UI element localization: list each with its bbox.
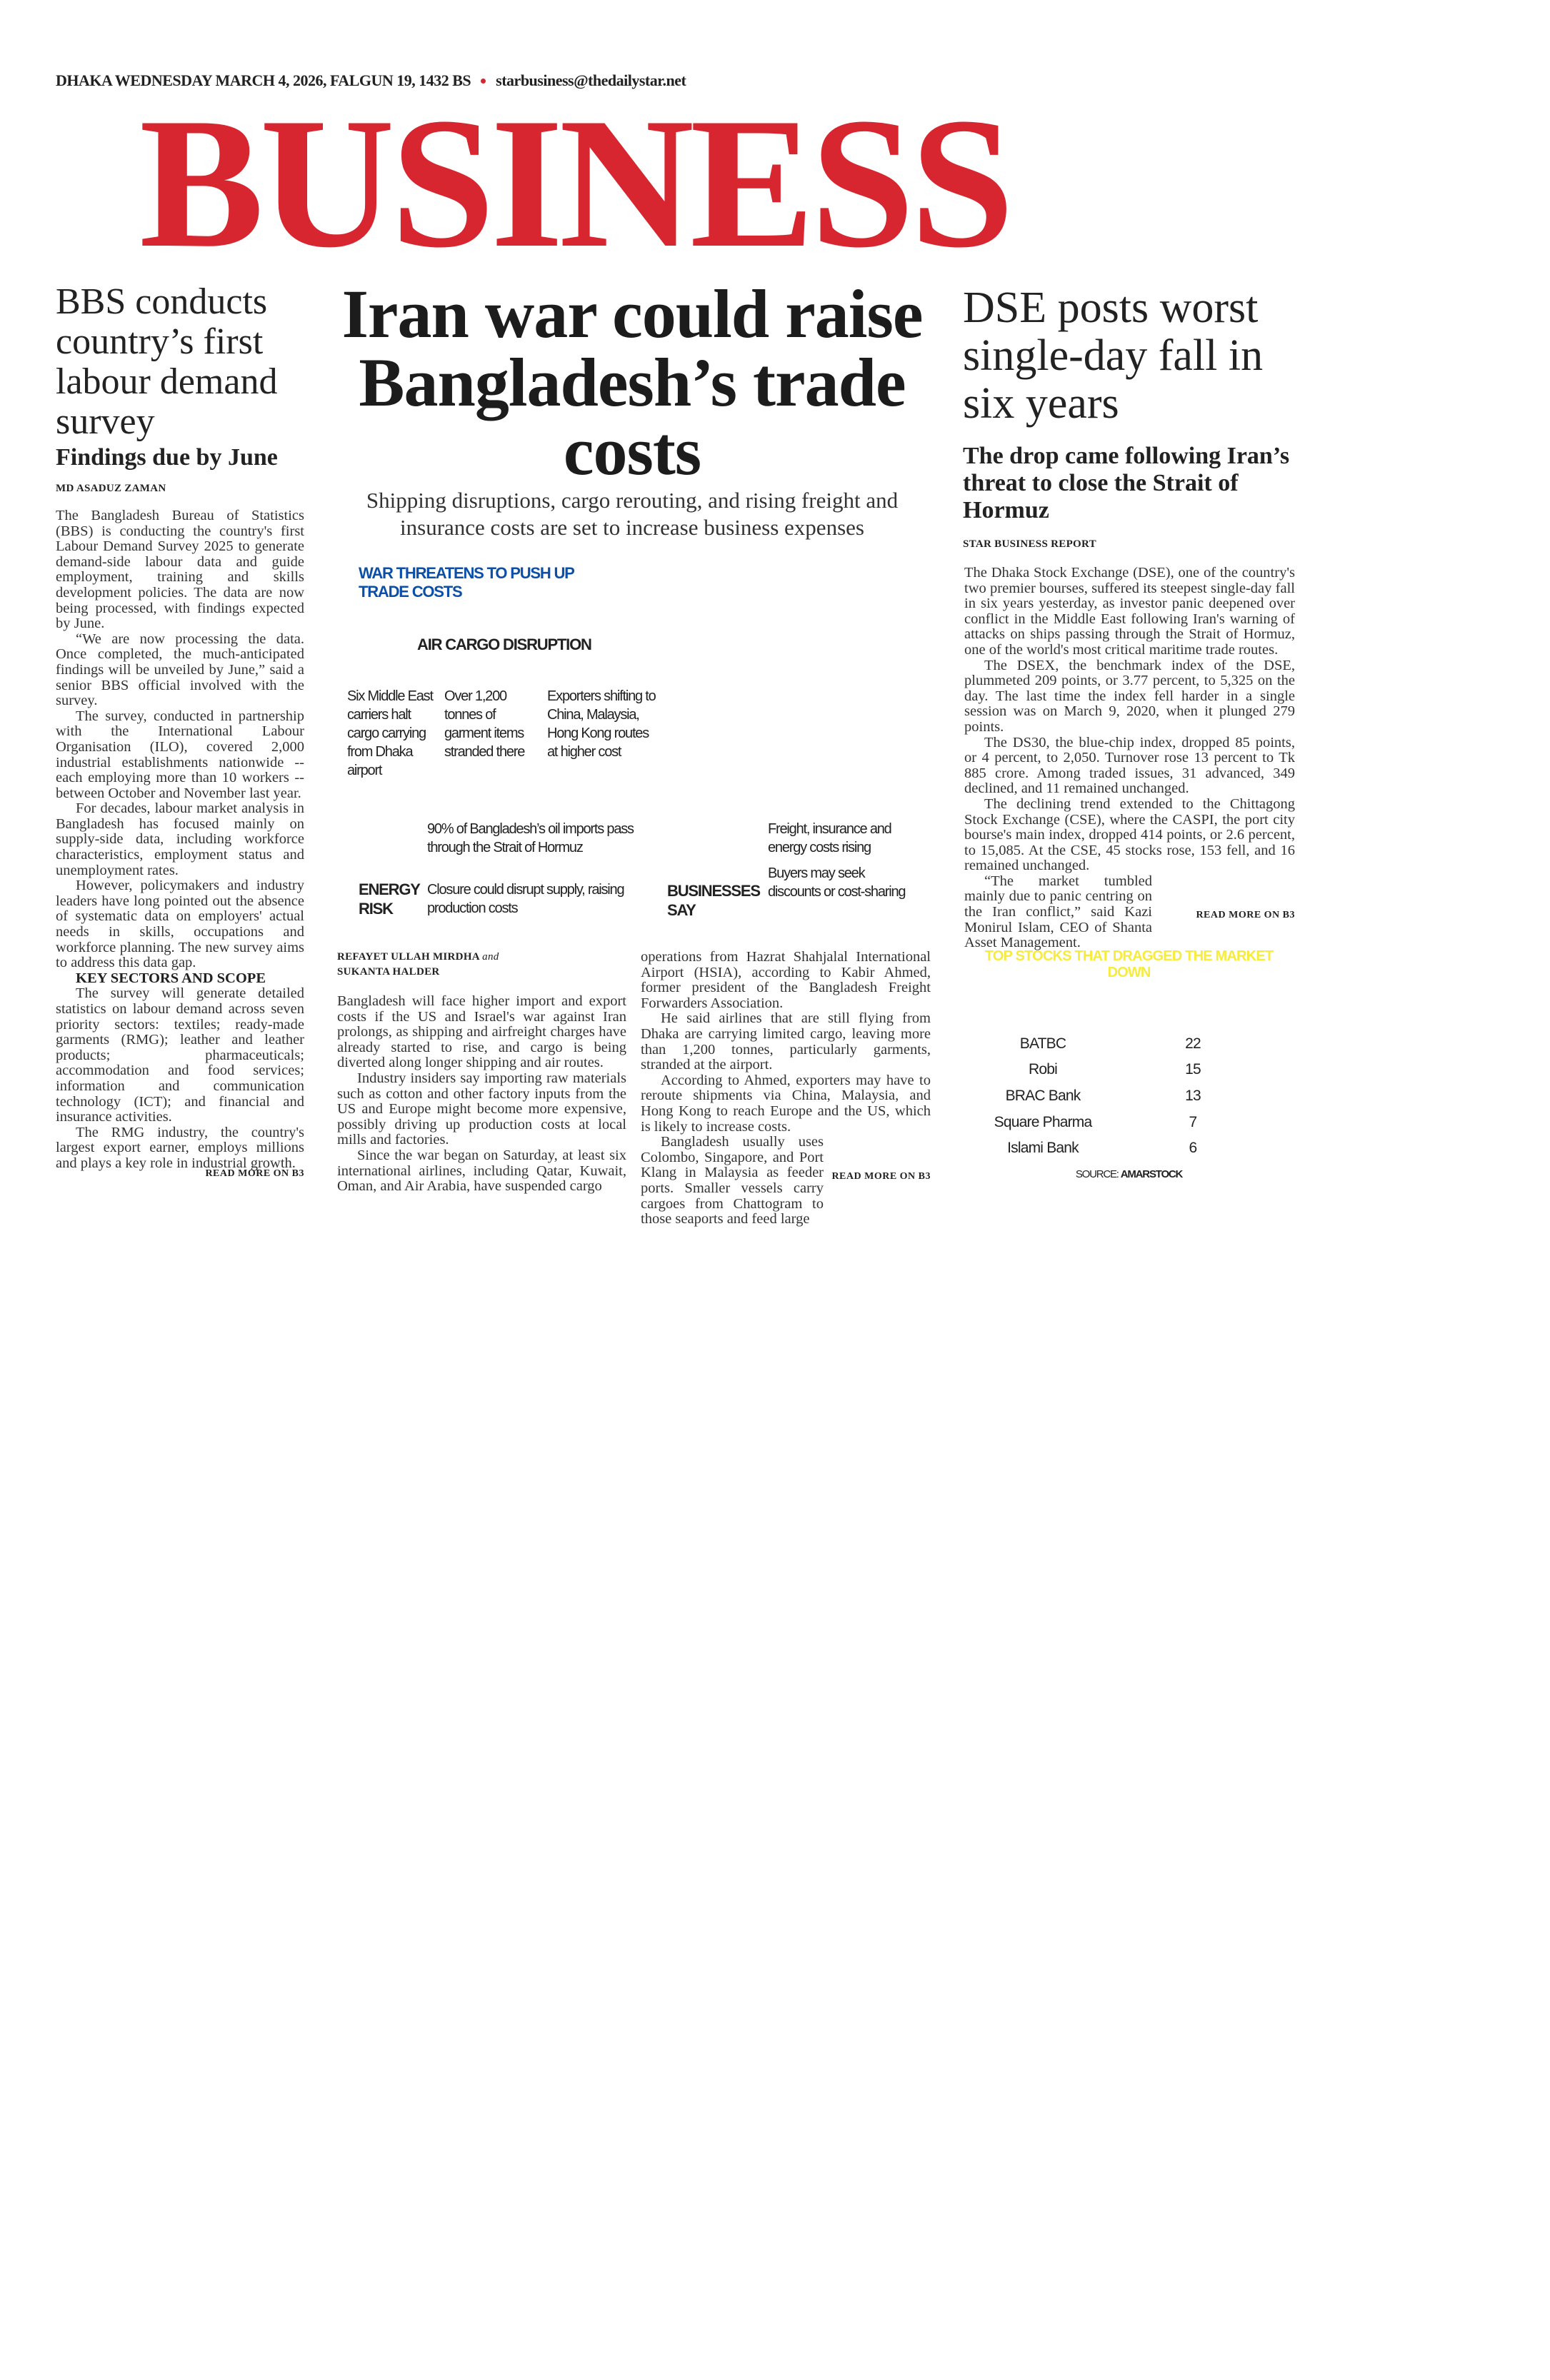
paragraph: operations from Hazrat Shahjalal Interna… xyxy=(641,949,931,1011)
business-point: Freight, insurance and energy costs risi… xyxy=(768,821,892,855)
paragraph: The DSEX, the benchmark index of the DSE… xyxy=(964,657,1295,735)
email-link[interactable]: starbusiness@thedailystar.net xyxy=(496,71,686,89)
left-headline: BBS conducts country’s first labour dema… xyxy=(56,281,278,442)
author-2: SUKANTA HALDER xyxy=(337,966,440,978)
businesses-say-label: BUSINESSES SAY xyxy=(667,882,761,919)
stock-name: Square Pharma xyxy=(994,1114,1092,1130)
paragraph: The RMG industry, the country's largest … xyxy=(56,1124,304,1171)
paragraph: He said airlines that are still flying f… xyxy=(641,1010,931,1073)
energy-risk-label: ENERGY RISK xyxy=(359,880,421,918)
center-read-more-link[interactable]: READ MORE ON B3 xyxy=(831,1171,931,1182)
air-cargo-title: AIR CARGO DISRUPTION xyxy=(417,636,592,653)
energy-point: 90% of Bangladesh’s oil imports pass thr… xyxy=(427,821,634,855)
right-read-more-link[interactable]: READ MORE ON B3 xyxy=(1196,910,1295,920)
source-name: AMARSTOCK xyxy=(1120,1168,1184,1180)
paragraph: However, policymakers and industry leade… xyxy=(56,878,304,971)
paragraph: Bangladesh usually uses Colombo, Singapo… xyxy=(641,1134,824,1227)
center-byline: REFAYET ULLAH MIRDHA and SUKANTA HALDER xyxy=(337,950,499,980)
stock-value: 22 xyxy=(1185,1035,1201,1052)
right-headline: DSE posts worst single-day fall in six y… xyxy=(963,283,1264,428)
paragraph: The survey will generate detailed statis… xyxy=(56,985,304,1125)
stock-value: 7 xyxy=(1189,1114,1198,1130)
paragraph: Since the war began on Saturday, at leas… xyxy=(337,1147,626,1195)
paragraph: The Bangladesh Bureau of Statistics (BBS… xyxy=(56,508,304,632)
left-deck: Findings due by June xyxy=(56,444,278,471)
energy-point: Closure could disrupt supply, raising pr… xyxy=(427,882,625,916)
stock-name: BRAC Bank xyxy=(1005,1088,1081,1104)
paragraph: According to Ahmed, exporters may have t… xyxy=(641,1072,931,1135)
center-article-body-col2: operations from Hazrat Shahjalal Interna… xyxy=(641,949,931,1227)
masthead: BUSINESS xyxy=(139,79,1014,286)
paragraph: “The market tumbled mainly due to panic … xyxy=(964,873,1152,951)
paragraph: The Dhaka Stock Exchange (DSE), one of t… xyxy=(964,565,1295,658)
left-byline: MD ASADUZ ZAMAN xyxy=(56,483,166,494)
subheading: KEY SECTORS AND SCOPE xyxy=(76,970,266,986)
air-cargo-point: Over 1,200 tonnes of garment items stran… xyxy=(444,688,525,760)
right-deck: The drop came following Iran’s threat to… xyxy=(963,443,1290,523)
left-article-body: The Bangladesh Bureau of Statistics (BBS… xyxy=(56,508,304,1172)
table-source: SOURCE: AMARSTOCK xyxy=(963,1168,1295,1180)
paragraph: Industry insiders say importing raw mate… xyxy=(337,1070,626,1148)
air-cargo-point: Six Middle East carriers halt cargo carr… xyxy=(347,688,434,778)
right-byline: STAR BUSINESS REPORT xyxy=(963,538,1096,550)
left-read-more-link[interactable]: READ MORE ON B3 xyxy=(205,1168,304,1179)
separator-dot xyxy=(481,78,486,84)
stock-value: 15 xyxy=(1185,1061,1201,1078)
right-article-body: The Dhaka Stock Exchange (DSE), one of t… xyxy=(964,565,1295,951)
stock-name: Islami Bank xyxy=(1007,1140,1079,1156)
paragraph: For decades, labour market analysis in B… xyxy=(56,800,304,878)
center-deck: Shipping disruptions, cargo rerouting, a… xyxy=(366,488,899,540)
paragraph: The DS30, the blue-chip index, dropped 8… xyxy=(964,734,1295,797)
stock-name: Robi xyxy=(1029,1061,1058,1078)
infographic-title: WAR THREATENS TO PUSH UP TRADE COSTS xyxy=(359,564,574,601)
air-cargo-point: Exporters shifting to China, Malaysia, H… xyxy=(547,688,656,760)
center-article-body-col1: Bangladesh will face higher import and e… xyxy=(337,993,626,1195)
stocks-table-title: TOP STOCKS THAT DRAGGED THE MARKET DOWN xyxy=(984,948,1274,980)
source-label: SOURCE: xyxy=(1075,1168,1119,1180)
stock-value: 6 xyxy=(1189,1140,1198,1156)
paragraph: Bangladesh will face higher import and e… xyxy=(337,993,626,1071)
date-text: DHAKA WEDNESDAY MARCH 4, 2026, FALGUN 19… xyxy=(56,71,471,89)
author-1: REFAYET ULLAH MIRDHA xyxy=(337,951,480,963)
dateline: DHAKA WEDNESDAY MARCH 4, 2026, FALGUN 19… xyxy=(56,71,686,90)
paragraph: The survey, conducted in partnership wit… xyxy=(56,708,304,801)
paragraph: The declining trend extended to the Chit… xyxy=(964,795,1295,874)
stock-name: BATBC xyxy=(1019,1035,1066,1052)
stock-value: 13 xyxy=(1185,1088,1201,1104)
center-headline: Iran war could raise Bangladesh’s trade … xyxy=(341,276,924,489)
byline-and: and xyxy=(482,951,499,963)
paragraph: “We are now processing the data. Once co… xyxy=(56,631,304,709)
business-point: Buyers may seek discounts or cost-sharin… xyxy=(768,865,906,900)
